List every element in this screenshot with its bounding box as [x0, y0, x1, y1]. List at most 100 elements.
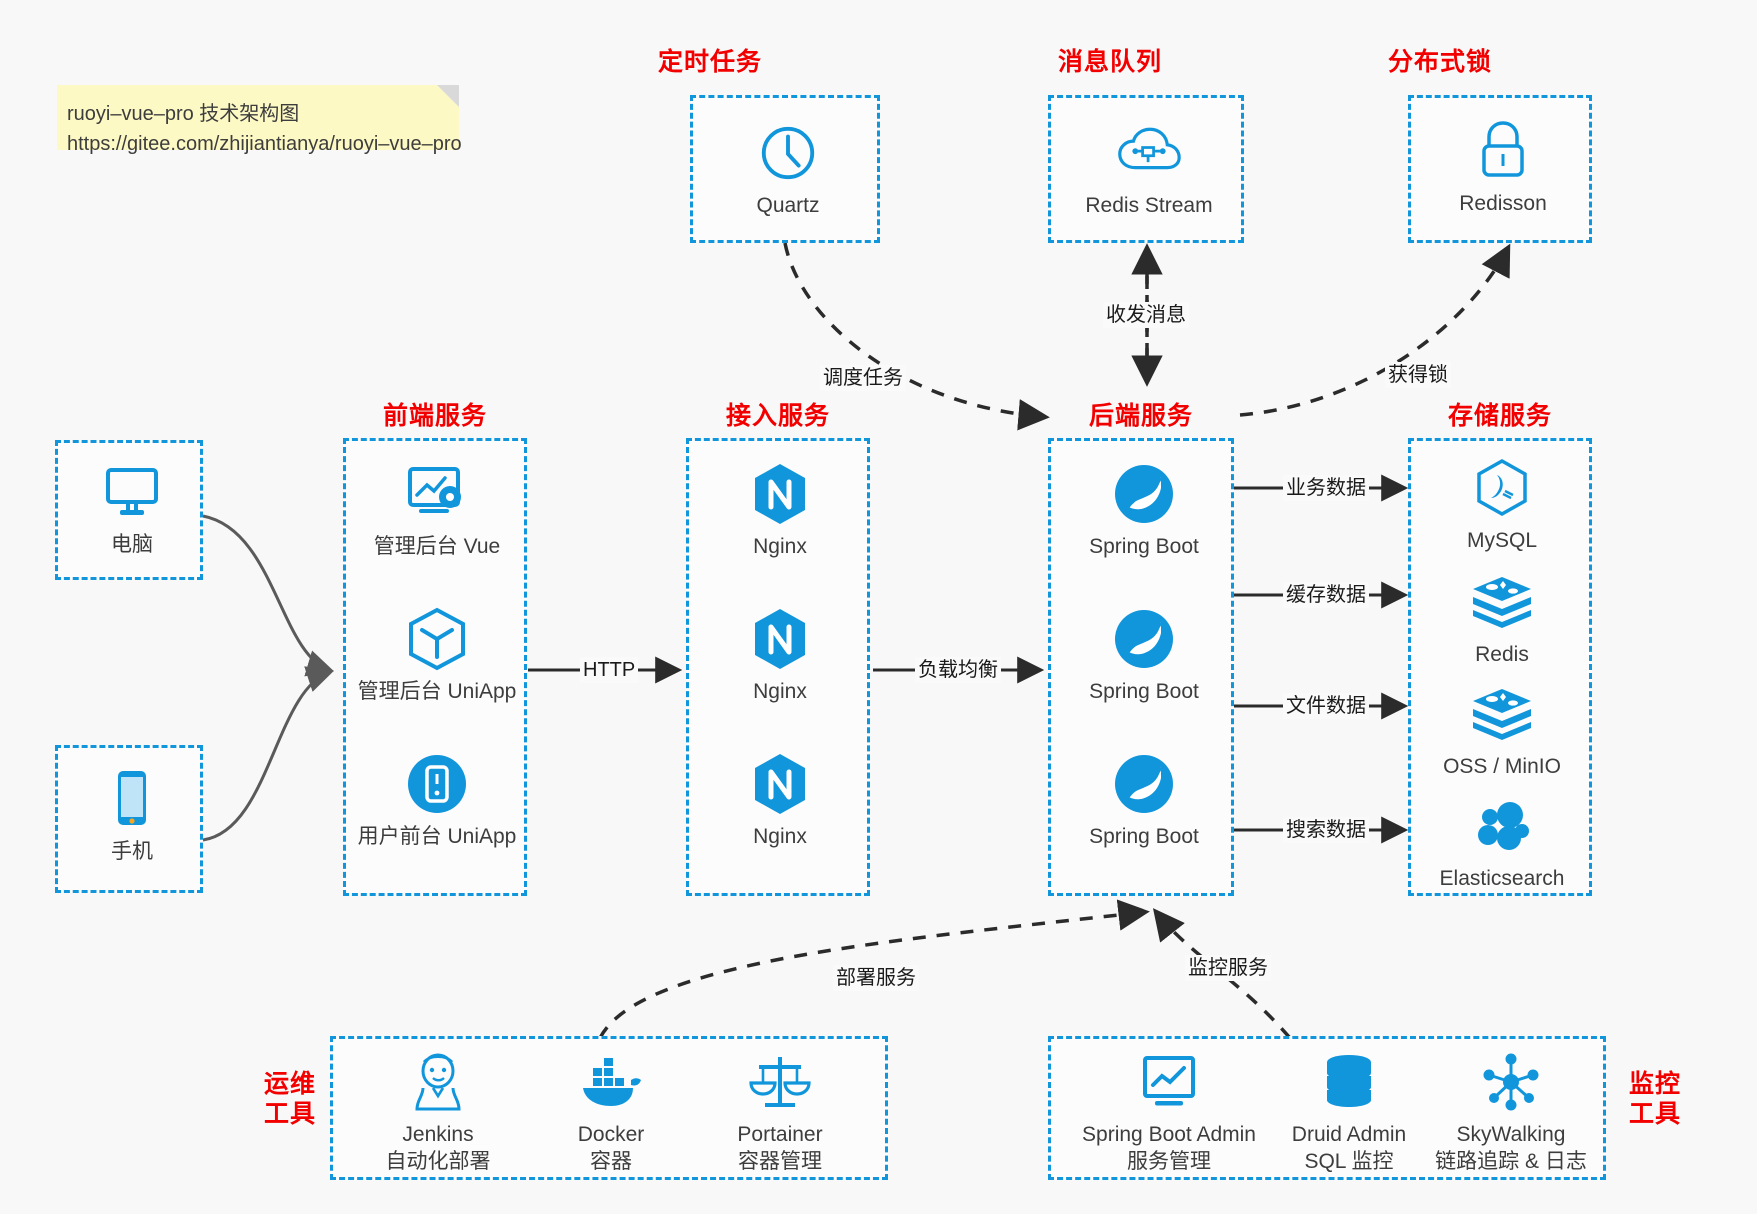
node-label: Redis Stream: [1085, 194, 1213, 217]
group-box-frontend[interactable]: 管理后台 Vue 管理后台 UniApp 用户前台 UniApp: [343, 438, 527, 896]
node-druid-admin[interactable]: Druid Admin SQL 监控: [1269, 1049, 1429, 1176]
node-admin-uniapp[interactable]: 管理后台 UniApp: [358, 606, 516, 706]
group-box-monitoring[interactable]: Spring Boot Admin 服务管理 Druid Admin SQL 监…: [1048, 1036, 1606, 1180]
node-docker[interactable]: Docker 容器: [531, 1049, 691, 1176]
docker-icon: [579, 1049, 643, 1115]
node-label: Docker: [577, 1123, 645, 1146]
node-pc[interactable]: 电脑: [57, 459, 207, 559]
node-quartz[interactable]: Quartz: [713, 120, 863, 220]
group-title-gateway: 接入服务: [725, 402, 830, 430]
elasticsearch-icon: [1472, 793, 1532, 859]
group-box-backend[interactable]: Spring Boot Spring Boot Spring Boot: [1048, 438, 1234, 896]
node-label: Spring Boot Admin: [1082, 1123, 1256, 1146]
spring-icon: [1113, 461, 1175, 527]
node-label: Nginx: [753, 680, 807, 703]
node-label: 管理后台 UniApp: [357, 680, 517, 703]
dashboard-icon: [405, 461, 469, 527]
node-skywalking[interactable]: SkyWalking 链路追踪 & 日志: [1421, 1049, 1601, 1176]
nginx-icon: [751, 606, 809, 672]
edge-label-schedule-task: 调度任务: [820, 365, 906, 391]
node-jenkins[interactable]: Jenkins 自动化部署: [358, 1049, 518, 1176]
node-label: Jenkins: [402, 1123, 474, 1146]
note-line-1: ruoyi–vue–pro 技术架构图: [67, 103, 300, 125]
node-label: 电脑: [111, 533, 153, 556]
jenkins-icon: [411, 1049, 465, 1115]
mysql-icon: [1473, 455, 1531, 521]
node-label: Nginx: [753, 825, 807, 848]
edge-label-search-data: 搜索数据: [1283, 817, 1369, 843]
node-spring-boot-1[interactable]: Spring Boot: [1069, 461, 1219, 561]
node-label: Nginx: [753, 535, 807, 558]
node-label: Druid Admin: [1291, 1123, 1407, 1146]
node-label: Quartz: [756, 194, 820, 217]
group-box-distributed-lock[interactable]: Redisson: [1408, 95, 1592, 243]
group-box-client-pc[interactable]: 电脑: [55, 440, 203, 580]
edge-label-deploy-service: 部署服务: [833, 965, 919, 991]
node-label: Redis: [1475, 643, 1529, 666]
note-line-2: https://gitee.com/zhijiantianya/ruoyi–vu…: [67, 133, 462, 156]
node-nginx-1[interactable]: Nginx: [705, 461, 855, 561]
node-label: Elasticsearch: [1439, 867, 1565, 890]
node-nginx-3[interactable]: Nginx: [705, 751, 855, 851]
group-box-storage[interactable]: MySQL Redis: [1408, 438, 1592, 896]
group-title-monitoring-line2: 工具: [1628, 1099, 1681, 1128]
group-box-devops[interactable]: Jenkins 自动化部署 Docker 容器: [330, 1036, 888, 1180]
group-title-frontend: 前端服务: [382, 402, 487, 430]
node-sublabel: 自动化部署: [385, 1149, 491, 1173]
group-title-storage: 存储服务: [1447, 402, 1552, 430]
node-user-uniapp[interactable]: 用户前台 UniApp: [358, 751, 516, 851]
node-spring-boot-3[interactable]: Spring Boot: [1069, 751, 1219, 851]
node-spring-boot-admin[interactable]: Spring Boot Admin 服务管理: [1069, 1049, 1269, 1176]
group-box-client-mobile[interactable]: 手机: [55, 745, 203, 893]
node-sublabel: 链路追踪 & 日志: [1435, 1149, 1587, 1173]
node-label: Spring Boot: [1089, 825, 1199, 848]
database-icon: [1321, 1049, 1377, 1115]
group-title-devops-line2: 工具: [263, 1099, 316, 1128]
edge-label-file-data: 文件数据: [1283, 693, 1369, 719]
node-elasticsearch[interactable]: Elasticsearch: [1427, 793, 1577, 893]
node-label: Portainer: [737, 1123, 823, 1146]
node-admin-vue[interactable]: 管理后台 Vue: [362, 461, 512, 561]
nginx-icon: [751, 461, 809, 527]
node-redis-stream[interactable]: Redis Stream: [1074, 120, 1224, 220]
group-title-scheduled-task: 定时任务: [657, 48, 762, 76]
node-redisson[interactable]: Redisson: [1428, 118, 1578, 218]
redis-icon: [1470, 569, 1534, 635]
node-label: Redisson: [1459, 192, 1547, 215]
node-label: SkyWalking: [1456, 1123, 1566, 1146]
spring-icon: [1113, 751, 1175, 817]
node-label: Spring Boot: [1089, 535, 1199, 558]
group-title-message-queue: 消息队列: [1057, 48, 1162, 76]
edge-label-cache-data: 缓存数据: [1283, 582, 1369, 608]
node-sublabel: SQL 监控: [1304, 1149, 1394, 1173]
node-spring-boot-2[interactable]: Spring Boot: [1069, 606, 1219, 706]
desktop-icon: [102, 459, 162, 525]
node-oss-minio[interactable]: OSS / MinIO: [1427, 681, 1577, 781]
node-label: Spring Boot: [1089, 680, 1199, 703]
scales-icon: [749, 1049, 811, 1115]
group-title-devops-line1: 运维: [263, 1070, 316, 1098]
node-portainer[interactable]: Portainer 容器管理: [700, 1049, 860, 1176]
node-sublabel: 服务管理: [1127, 1149, 1211, 1173]
group-title-monitoring-line1: 监控: [1628, 1070, 1681, 1098]
node-label: MySQL: [1466, 529, 1537, 552]
node-label: 管理后台 Vue: [373, 535, 501, 558]
group-title-monitoring: 监控 工具: [1620, 1070, 1690, 1129]
node-sublabel: 容器管理: [738, 1149, 822, 1173]
group-title-distributed-lock: 分布式锁: [1387, 48, 1492, 76]
phone-icon: [110, 766, 154, 832]
node-nginx-2[interactable]: Nginx: [705, 606, 855, 706]
node-redis[interactable]: Redis: [1427, 569, 1577, 669]
group-title-devops: 运维 工具: [255, 1070, 325, 1129]
group-box-scheduled-task[interactable]: Quartz: [690, 95, 880, 243]
node-mysql[interactable]: MySQL: [1427, 455, 1577, 555]
group-box-gateway[interactable]: Nginx Nginx Nginx: [686, 438, 870, 896]
nginx-icon: [751, 751, 809, 817]
diagram-note: ruoyi–vue–pro 技术架构图 https://gitee.com/zh…: [57, 85, 462, 155]
group-box-message-queue[interactable]: Redis Stream: [1048, 95, 1244, 243]
monitor-chart-icon: [1139, 1049, 1199, 1115]
edge-label-business-data: 业务数据: [1283, 475, 1369, 501]
lock-icon: [1475, 118, 1531, 184]
edge-label-monitor-service: 监控服务: [1185, 955, 1271, 981]
node-mobile[interactable]: 手机: [57, 766, 207, 866]
